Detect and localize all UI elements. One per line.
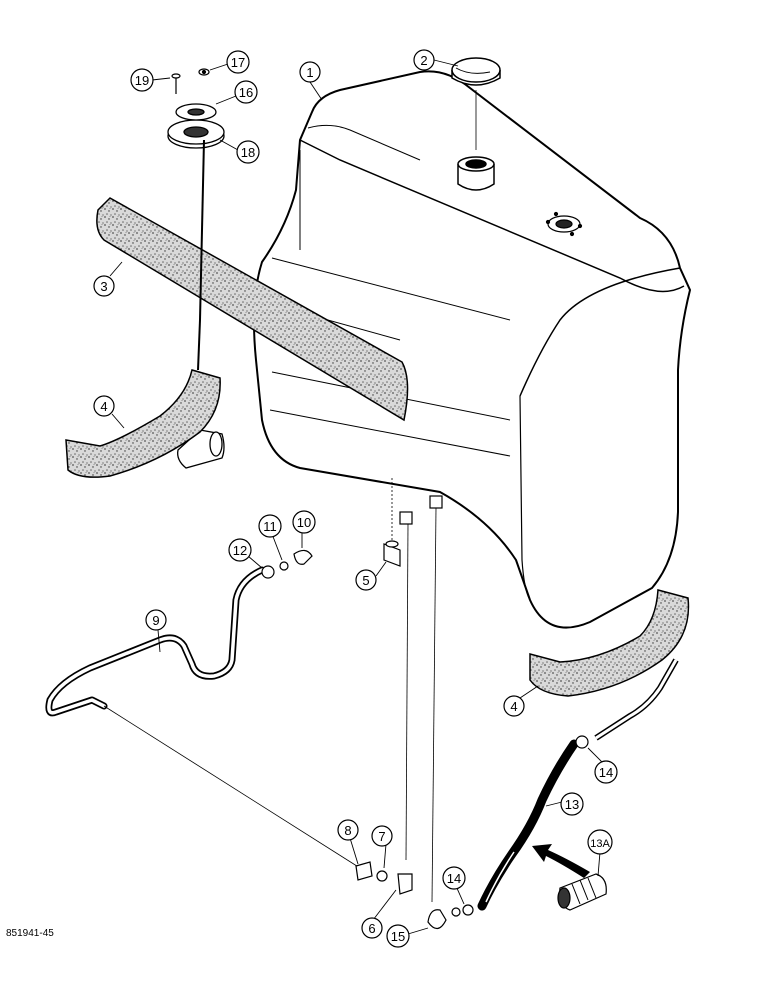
tank-strap-left [65, 369, 221, 478]
callout-16: 16 [234, 80, 258, 104]
callout-2: 2 [413, 49, 435, 71]
pickup-fittings [399, 495, 443, 525]
figure-code: 851941-45 [6, 928, 54, 939]
svg-text:13A: 13A [590, 838, 610, 850]
svg-text:6: 6 [368, 921, 375, 936]
fuel-cap [451, 57, 501, 86]
hose-clamps [462, 735, 589, 916]
filler-neck [457, 156, 495, 191]
hose-sleeve [557, 873, 607, 911]
callout-4-left: 4 [93, 395, 115, 417]
tank-strap-right [529, 589, 690, 697]
callout-19: 19 [130, 68, 154, 92]
callout-9: 9 [145, 609, 167, 631]
svg-text:17: 17 [231, 55, 245, 70]
svg-text:14: 14 [447, 871, 461, 886]
callout-1: 1 [299, 61, 321, 83]
svg-text:11: 11 [263, 519, 277, 534]
callout-14-upper: 14 [594, 760, 618, 784]
svg-text:4: 4 [510, 699, 517, 714]
svg-text:14: 14 [599, 765, 613, 780]
drain-fitting [383, 478, 401, 567]
svg-text:3: 3 [100, 279, 107, 294]
callout-11: 11 [258, 514, 282, 538]
svg-text:4: 4 [100, 399, 107, 414]
callout-13: 13 [560, 792, 584, 816]
callout-4-right: 4 [503, 695, 525, 717]
svg-text:19: 19 [135, 73, 149, 88]
callout-6: 6 [361, 917, 383, 939]
svg-text:12: 12 [233, 543, 247, 558]
bottom-fittings [355, 861, 461, 930]
svg-text:15: 15 [391, 929, 405, 944]
elbow-fitting [261, 549, 313, 579]
svg-text:10: 10 [297, 515, 311, 530]
callout-18: 18 [236, 140, 260, 164]
insulation-strip [96, 197, 409, 422]
svg-text:8: 8 [344, 823, 351, 838]
callout-14-lower: 14 [442, 866, 466, 890]
callout-3: 3 [93, 275, 115, 297]
svg-text:5: 5 [362, 573, 369, 588]
svg-text:2: 2 [420, 53, 427, 68]
callout-12: 12 [228, 538, 252, 562]
sender-mount-hole [545, 211, 583, 237]
svg-text:16: 16 [239, 85, 253, 100]
callout-7: 7 [371, 825, 393, 847]
svg-text:13: 13 [565, 797, 579, 812]
svg-text:1: 1 [306, 65, 313, 80]
svg-text:7: 7 [378, 829, 385, 844]
svg-text:9: 9 [152, 613, 159, 628]
sender-screw [171, 73, 181, 94]
callout-8: 8 [337, 819, 359, 841]
callout-13a: 13A [587, 829, 613, 855]
callout-5: 5 [355, 569, 377, 591]
sender-washer [198, 68, 210, 76]
callout-17: 17 [226, 50, 250, 74]
callout-15: 15 [386, 924, 410, 948]
fuel-level-sender [167, 103, 225, 469]
fuel-hose [477, 739, 579, 911]
direction-arrow [532, 844, 590, 878]
svg-text:18: 18 [241, 145, 255, 160]
callout-10: 10 [292, 510, 316, 534]
